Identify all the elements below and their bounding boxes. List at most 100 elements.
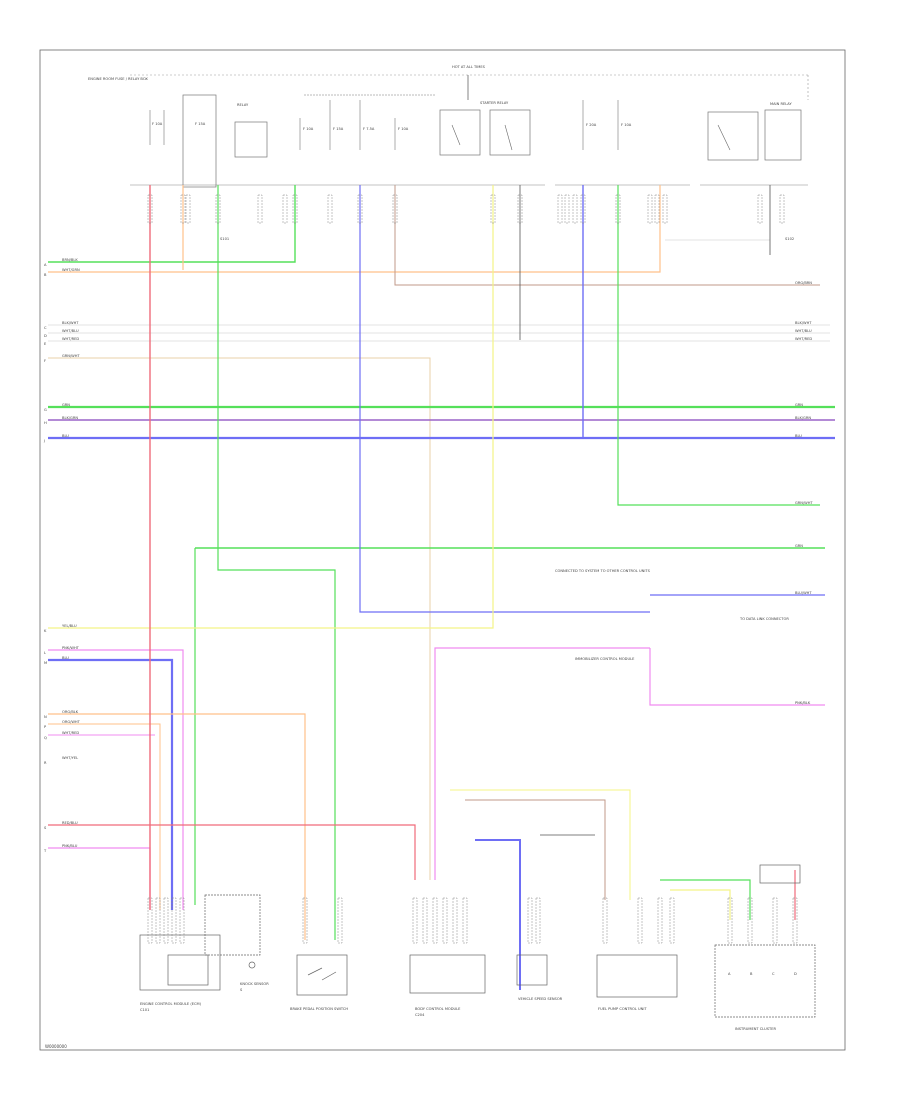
svg-text:RELAY: RELAY [237, 103, 249, 107]
left-edge-id: D [44, 334, 47, 338]
wire-brown-top [394, 185, 820, 286]
component-label-speed: VEHICLE SPEED SENSOR [518, 997, 563, 1001]
top-connector-16 [615, 194, 621, 224]
bottom-components [139, 864, 816, 1018]
bottom-connector-5 [302, 897, 308, 944]
wire-blue-bcm [359, 185, 650, 613]
bottom-connector-20 [747, 897, 753, 944]
svg-text:F 10A: F 10A [398, 127, 409, 131]
note-right-1: CONNECTED TO SYSTEM TO OTHER CONTROL UNI… [555, 569, 651, 573]
left-edge-id: L [44, 651, 46, 655]
left-edge-id: A [44, 263, 47, 267]
fuse-block-note: ENGINE ROOM FUSE / RELAY BOX [88, 77, 148, 81]
wire-orange-long [215, 185, 661, 273]
top-connector-12 [557, 194, 563, 224]
wire-pink-3 [48, 847, 151, 910]
left-wire-label: WHT/BLU [62, 329, 79, 333]
svg-text:MAIN RELAY: MAIN RELAY [770, 102, 792, 106]
top-connector-21 [779, 194, 785, 224]
top-connector-11 [517, 194, 523, 224]
top-connector-4 [257, 194, 263, 224]
component-label-fuel: FUEL PUMP CONTROL UNIT [598, 1007, 647, 1011]
left-wire-label: RED/BLU [62, 821, 78, 825]
left-wire-label: GRN/WHT [62, 354, 80, 358]
diagram-border [39, 49, 846, 1051]
svg-text:F 10A: F 10A [303, 127, 314, 131]
bottom-connector-8 [422, 897, 428, 944]
right-wire-label: BLU [795, 434, 802, 438]
wire-green-cluster [660, 879, 751, 920]
top-connector-8 [357, 194, 363, 224]
relay-box-c [707, 111, 759, 161]
wire-yellow-fuel [450, 789, 631, 900]
wire-layer [48, 185, 835, 990]
bottom-connector-12 [462, 897, 468, 944]
left-edge-id: K [44, 629, 47, 633]
left-wire-label: BLU [62, 434, 69, 438]
right-wire-label: WHT/RED [795, 337, 812, 341]
left-labels: ABRN/BLKBWHT/GRNCBLK/WHTDWHT/BLUEWHT/RED… [43, 258, 81, 853]
top-connector-5 [282, 194, 288, 224]
cluster-pin-label: C [772, 972, 775, 976]
bottom-connector-14 [535, 897, 541, 944]
left-edge-id: M [44, 661, 47, 665]
right-wire-label: GRN [795, 403, 803, 407]
component-label-brake: BRAKE PEDAL POSITION SWITCH [290, 1007, 348, 1011]
left-edge-id: G [44, 408, 47, 412]
wire-yellow [48, 185, 494, 629]
wire-pink-1 [48, 649, 184, 910]
svg-text:S101: S101 [220, 237, 229, 241]
top-box-1 [182, 94, 217, 188]
right-wire-label: PNK/BLK [795, 701, 811, 705]
right-wire-label: ORG/BRN [795, 281, 812, 285]
note-right-3: TO DATA LINK CONNECTOR [739, 617, 789, 621]
left-edge-id: C [44, 326, 47, 330]
left-wire-label: PNK/BLU [62, 844, 78, 848]
bottom-connector-11 [452, 897, 458, 944]
left-wire-label: WHT/GRN [62, 268, 80, 272]
left-wire-label: YEL/BLU [62, 624, 77, 628]
left-wire-label: BLU [62, 656, 69, 660]
wire-green-top [48, 185, 296, 263]
fuses [149, 100, 619, 150]
cluster-pin-label: A [728, 972, 731, 976]
bottom-connector-9 [432, 897, 438, 944]
wire-yellow-cluster [670, 889, 731, 920]
relay-box-c2 [764, 109, 802, 161]
right-wire-label: BLK/WHT [795, 321, 812, 325]
left-edge-id: P [44, 725, 47, 729]
top-connector-14 [572, 194, 578, 224]
wire-blue-ecm [48, 658, 174, 910]
component-label-cluster: INSTRUMENT CLUSTER [735, 1027, 776, 1031]
relay-box-b2 [489, 109, 531, 156]
bottom-connector-16 [637, 897, 643, 944]
top-connector-13 [564, 194, 570, 224]
hot-label: HOT AT ALL TIMES [452, 65, 486, 69]
top-connector-3 [215, 194, 221, 224]
left-edge-id: E [44, 342, 47, 346]
bottom-connector-17 [657, 897, 663, 944]
svg-text:F 20A: F 20A [586, 123, 597, 127]
bottom-connector-1 [155, 897, 161, 944]
wire-orange-brake [48, 713, 306, 940]
svg-text:F 7.5A: F 7.5A [363, 127, 375, 131]
top-connector-18 [654, 194, 660, 224]
left-edge-id: Q [44, 736, 47, 740]
wire-pink-bcm [434, 647, 650, 880]
bottom-connector-19 [727, 897, 733, 944]
left-edge-id: R [44, 761, 47, 765]
bottom-connector-4 [179, 897, 185, 944]
left-edge-id: S [44, 826, 47, 830]
left-wire-label: BLK/GRN [62, 416, 78, 420]
right-wire-label: BLU/WHT [795, 591, 812, 595]
left-edge-id: H [44, 421, 47, 425]
svg-text:F 15A: F 15A [195, 122, 206, 126]
wire-green-brake [217, 185, 336, 940]
relay-box-b [439, 109, 481, 156]
wire-red-bcm [48, 824, 416, 880]
left-edge-id: T [43, 849, 47, 853]
left-wire-label: BLK/WHT [62, 321, 79, 325]
left-wire-label: ORG/BLK [62, 710, 79, 714]
